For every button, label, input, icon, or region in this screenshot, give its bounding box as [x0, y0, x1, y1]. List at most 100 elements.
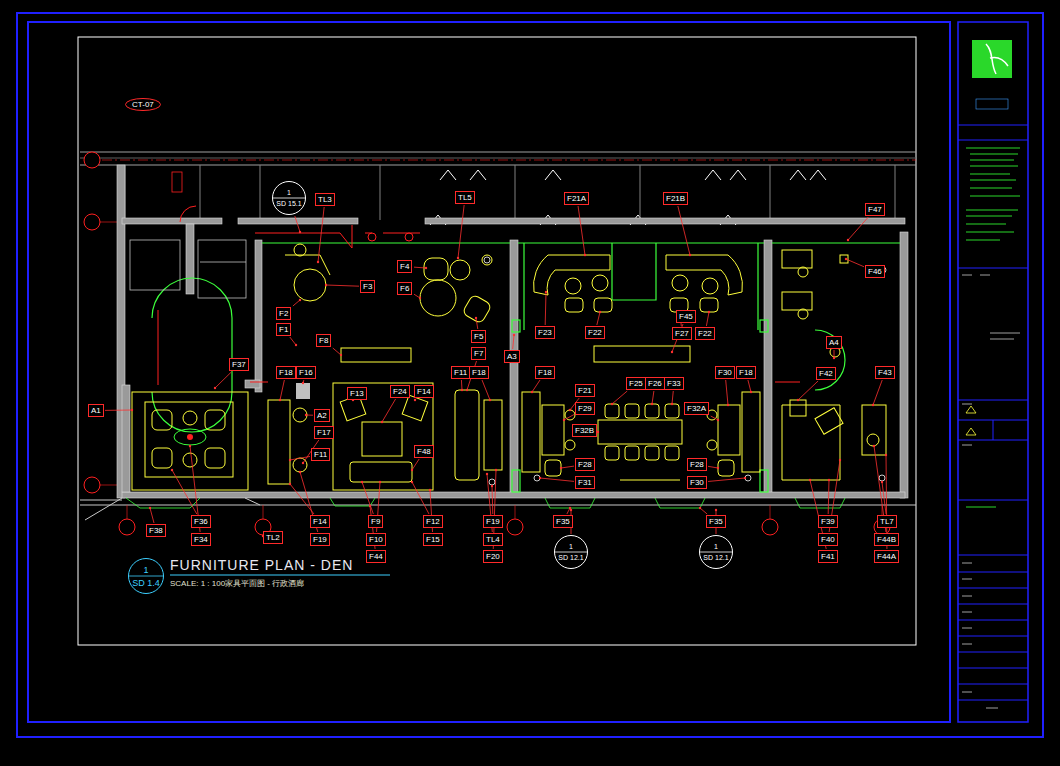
leader-line	[678, 206, 690, 255]
callout-tag: F35	[553, 515, 573, 528]
section-bubble: 1SD 12.1	[554, 535, 588, 569]
leader-dot	[461, 389, 463, 391]
callout-tag: F27	[672, 327, 692, 340]
leader-line	[333, 348, 341, 355]
leader-line	[150, 508, 154, 523]
callout-number: A4	[829, 338, 839, 347]
bubble-circle	[554, 535, 588, 569]
leader-dot	[599, 311, 601, 313]
leader-line	[652, 391, 654, 404]
callout-number: F17	[317, 428, 331, 437]
leader-line	[540, 478, 574, 481]
leader-dot	[839, 459, 841, 461]
callout-tag: F3	[360, 280, 375, 293]
callout-number: F35	[709, 517, 723, 526]
callout-tag: F9	[368, 515, 383, 528]
leader-dot	[797, 399, 799, 401]
leader-line	[476, 318, 478, 329]
callout-tag: F41	[818, 550, 838, 563]
leader-line	[700, 508, 707, 514]
bubble-text: SD 12.1	[703, 554, 728, 562]
callout-number: F38	[149, 526, 163, 535]
callout-number: F18	[538, 368, 552, 377]
callout-number: F47	[868, 205, 882, 214]
leader-line	[846, 259, 864, 267]
callout-number: F11	[454, 368, 467, 377]
scale-caption: SCALE: 1 : 100家具平面图 - 行政酒廊	[170, 578, 304, 589]
leader-dot	[414, 399, 416, 401]
leader-dot	[708, 311, 710, 313]
callout-tag: A3	[504, 350, 520, 363]
leader-line	[748, 380, 751, 392]
callout-number: F18	[279, 368, 293, 377]
callout-number: F44B	[877, 535, 896, 544]
leader-dot	[457, 257, 459, 259]
callout-number: F43	[878, 368, 892, 377]
leader-line	[708, 478, 745, 481]
leader-dot	[299, 299, 301, 301]
callout-tag: F32A	[684, 402, 709, 415]
leader-line	[848, 217, 868, 240]
leader-dot	[828, 479, 830, 481]
callout-number: F7	[474, 349, 483, 358]
callout-number: F25	[629, 379, 643, 388]
callout-tag: F11	[311, 448, 330, 461]
callout-number: F30	[718, 368, 732, 377]
callout-tag: F14	[414, 385, 434, 398]
callout-tag: F44	[366, 550, 386, 563]
callout-tag: F40	[818, 533, 838, 546]
callout-tag: F26	[645, 377, 665, 390]
leader-dot	[325, 284, 327, 286]
leader-dot	[289, 459, 291, 461]
callout-tag: F5	[471, 330, 486, 343]
callout-number: F19	[486, 517, 500, 526]
leader-line	[564, 415, 574, 420]
callout-number: F31	[578, 478, 592, 487]
leader-line	[545, 292, 547, 325]
leader-dot	[189, 445, 191, 447]
callout-number: F8	[319, 336, 328, 345]
drawing-title: FURNITURE PLAN - DEN	[170, 557, 353, 573]
leader-dot	[833, 357, 835, 359]
leader-line	[482, 380, 490, 400]
leader-dot	[560, 467, 562, 469]
callout-number: F21A	[567, 194, 586, 203]
callout-number: F10	[369, 535, 383, 544]
leader-dot	[214, 387, 216, 389]
callout-tag: F42	[816, 367, 836, 380]
bubble-text: 1	[287, 189, 291, 197]
callout-tag: F7	[471, 347, 486, 360]
callout-number: F46	[868, 267, 882, 276]
callout-number: F21	[578, 386, 592, 395]
leader-dot	[475, 317, 477, 319]
leader-dot	[369, 505, 371, 507]
callout-tag: F14	[310, 515, 330, 528]
leader-dot	[302, 462, 304, 464]
callout-number: F14	[313, 517, 327, 526]
leader-dot	[597, 431, 599, 433]
callout-number: F41	[821, 552, 835, 561]
callout-number: F22	[588, 328, 602, 337]
callout-tag: F18	[736, 366, 756, 379]
leader-line	[492, 486, 494, 514]
leader-line	[382, 399, 396, 422]
leader-dot	[411, 481, 413, 483]
callout-number: F37	[232, 360, 246, 369]
leader-line	[293, 300, 300, 306]
leader-dot	[419, 297, 421, 299]
callout-tag: F32B	[572, 424, 597, 437]
callout-tag: A2	[314, 409, 330, 422]
callout-tag: F24	[390, 385, 410, 398]
callout-tag: F23	[535, 326, 555, 339]
callout-tag: F22	[695, 327, 715, 340]
leader-dot	[671, 403, 673, 405]
callout-number: F34	[194, 535, 208, 544]
callout-number: F27	[675, 329, 689, 338]
callout-tag: F36	[191, 515, 211, 528]
leader-dot	[847, 239, 849, 241]
leader-dot	[699, 507, 701, 509]
leader-dot	[302, 382, 304, 384]
leader-dot	[379, 481, 381, 483]
leader-dot	[671, 351, 673, 353]
